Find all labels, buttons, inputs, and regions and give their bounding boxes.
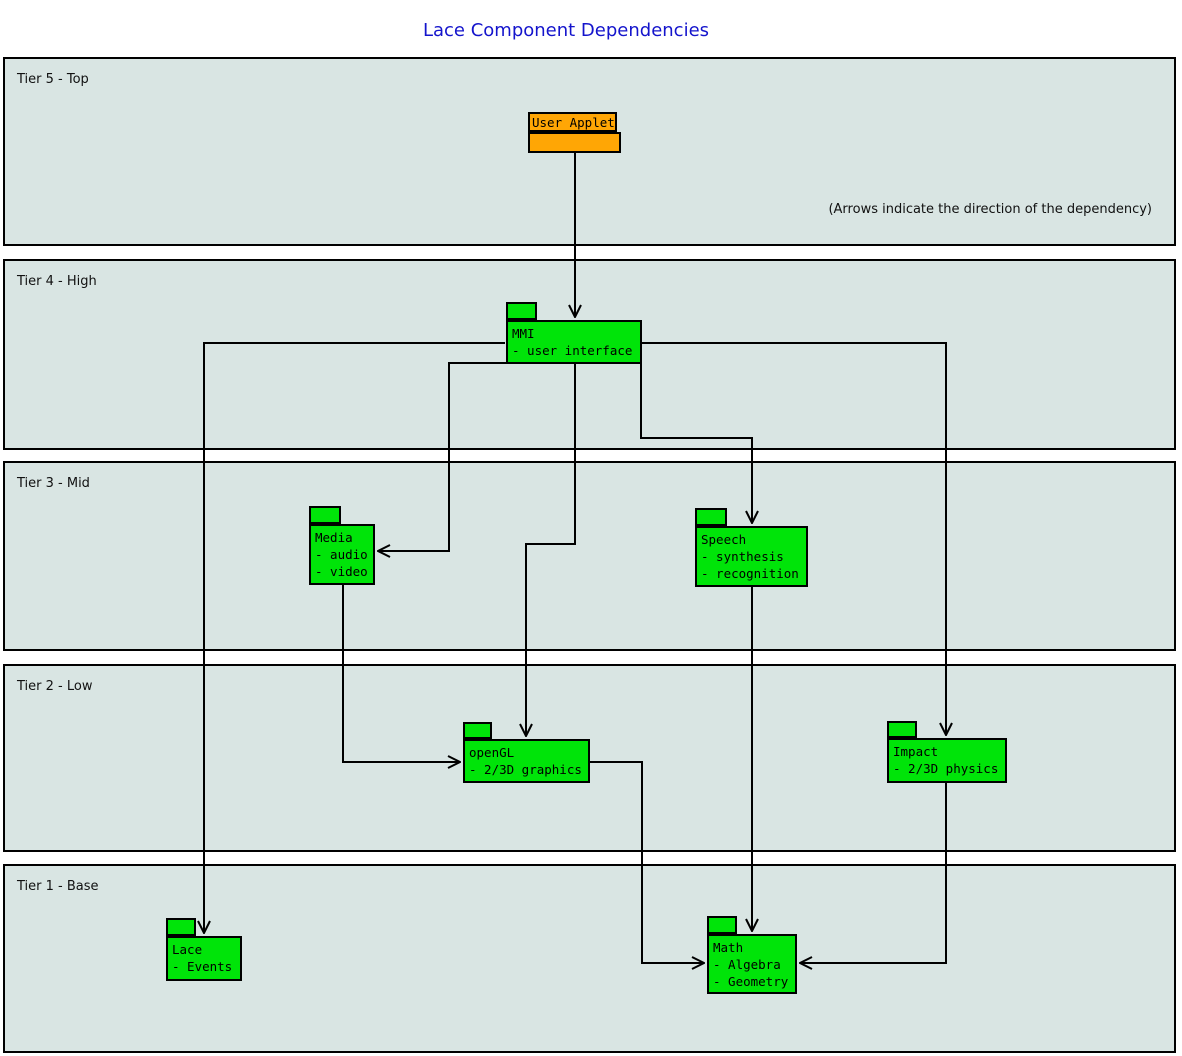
edge-mmi-to-media	[378, 362, 507, 551]
component-lace-tab	[166, 918, 196, 936]
edge-mmi-to-opengl	[526, 364, 576, 736]
tier-label: Tier 1 - Base	[17, 879, 99, 894]
component-title: openGL	[469, 745, 515, 760]
component-detail: - audio	[315, 547, 368, 562]
component-title: MMI	[512, 326, 535, 341]
component-title: Media	[315, 530, 353, 545]
component-opengl-body: openGL - 2/3D graphics	[463, 739, 590, 783]
component-detail: - synthesis	[701, 549, 784, 564]
tier-label: Tier 3 - Mid	[17, 476, 90, 491]
component-math-body: Math - Algebra - Geometry	[707, 934, 797, 994]
edge-opengl-to-math	[589, 761, 704, 963]
arrow-direction-note: (Arrows indicate the direction of the de…	[828, 202, 1152, 217]
component-detail: - Algebra	[713, 957, 781, 972]
edge-impact-to-math	[800, 783, 947, 963]
edge-mmi-to-lace	[204, 342, 505, 933]
component-title: Impact	[893, 744, 939, 759]
component-detail: - video	[315, 564, 368, 579]
component-speech-tab	[695, 508, 727, 526]
component-detail: - 2/3D graphics	[469, 762, 582, 777]
tier-label: Tier 5 - Top	[17, 72, 89, 87]
page-title: Lace Component Dependencies	[422, 20, 710, 41]
component-detail: - Geometry	[713, 974, 789, 989]
component-impact-body: Impact - 2/3D physics	[887, 738, 1007, 783]
component-opengl-tab	[463, 722, 492, 739]
component-title: Speech	[701, 532, 747, 547]
component-detail: - 2/3D physics	[893, 761, 999, 776]
component-speech-body: Speech - synthesis - recognition	[695, 526, 808, 587]
tier-label: Tier 4 - High	[17, 274, 97, 289]
component-detail: - recognition	[701, 566, 799, 581]
edge-mmi-to-speech	[640, 364, 752, 523]
edge-mmi-to-impact	[642, 342, 946, 735]
tier-band-4-high: Tier 4 - High	[3, 259, 1176, 450]
tier-band-3-mid: Tier 3 - Mid	[3, 461, 1176, 651]
component-mmi-body: MMI - user interface	[506, 320, 642, 364]
component-lace-body: Lace - Events	[166, 936, 242, 981]
component-mmi-tab	[506, 302, 537, 320]
component-media-body: Media - audio - video	[309, 524, 375, 585]
tier-label: Tier 2 - Low	[17, 679, 93, 694]
component-detail: - user interface	[512, 343, 633, 358]
component-detail: - Events	[172, 959, 233, 974]
component-user-applet-tab: User Applet	[528, 112, 617, 132]
edge-media-to-opengl	[342, 585, 460, 762]
component-media-tab	[309, 506, 341, 524]
component-math-tab	[707, 916, 737, 934]
component-impact-tab	[887, 721, 917, 738]
component-title: Math	[713, 940, 744, 955]
component-user-applet-body	[528, 132, 621, 153]
component-title: Lace	[172, 942, 203, 957]
